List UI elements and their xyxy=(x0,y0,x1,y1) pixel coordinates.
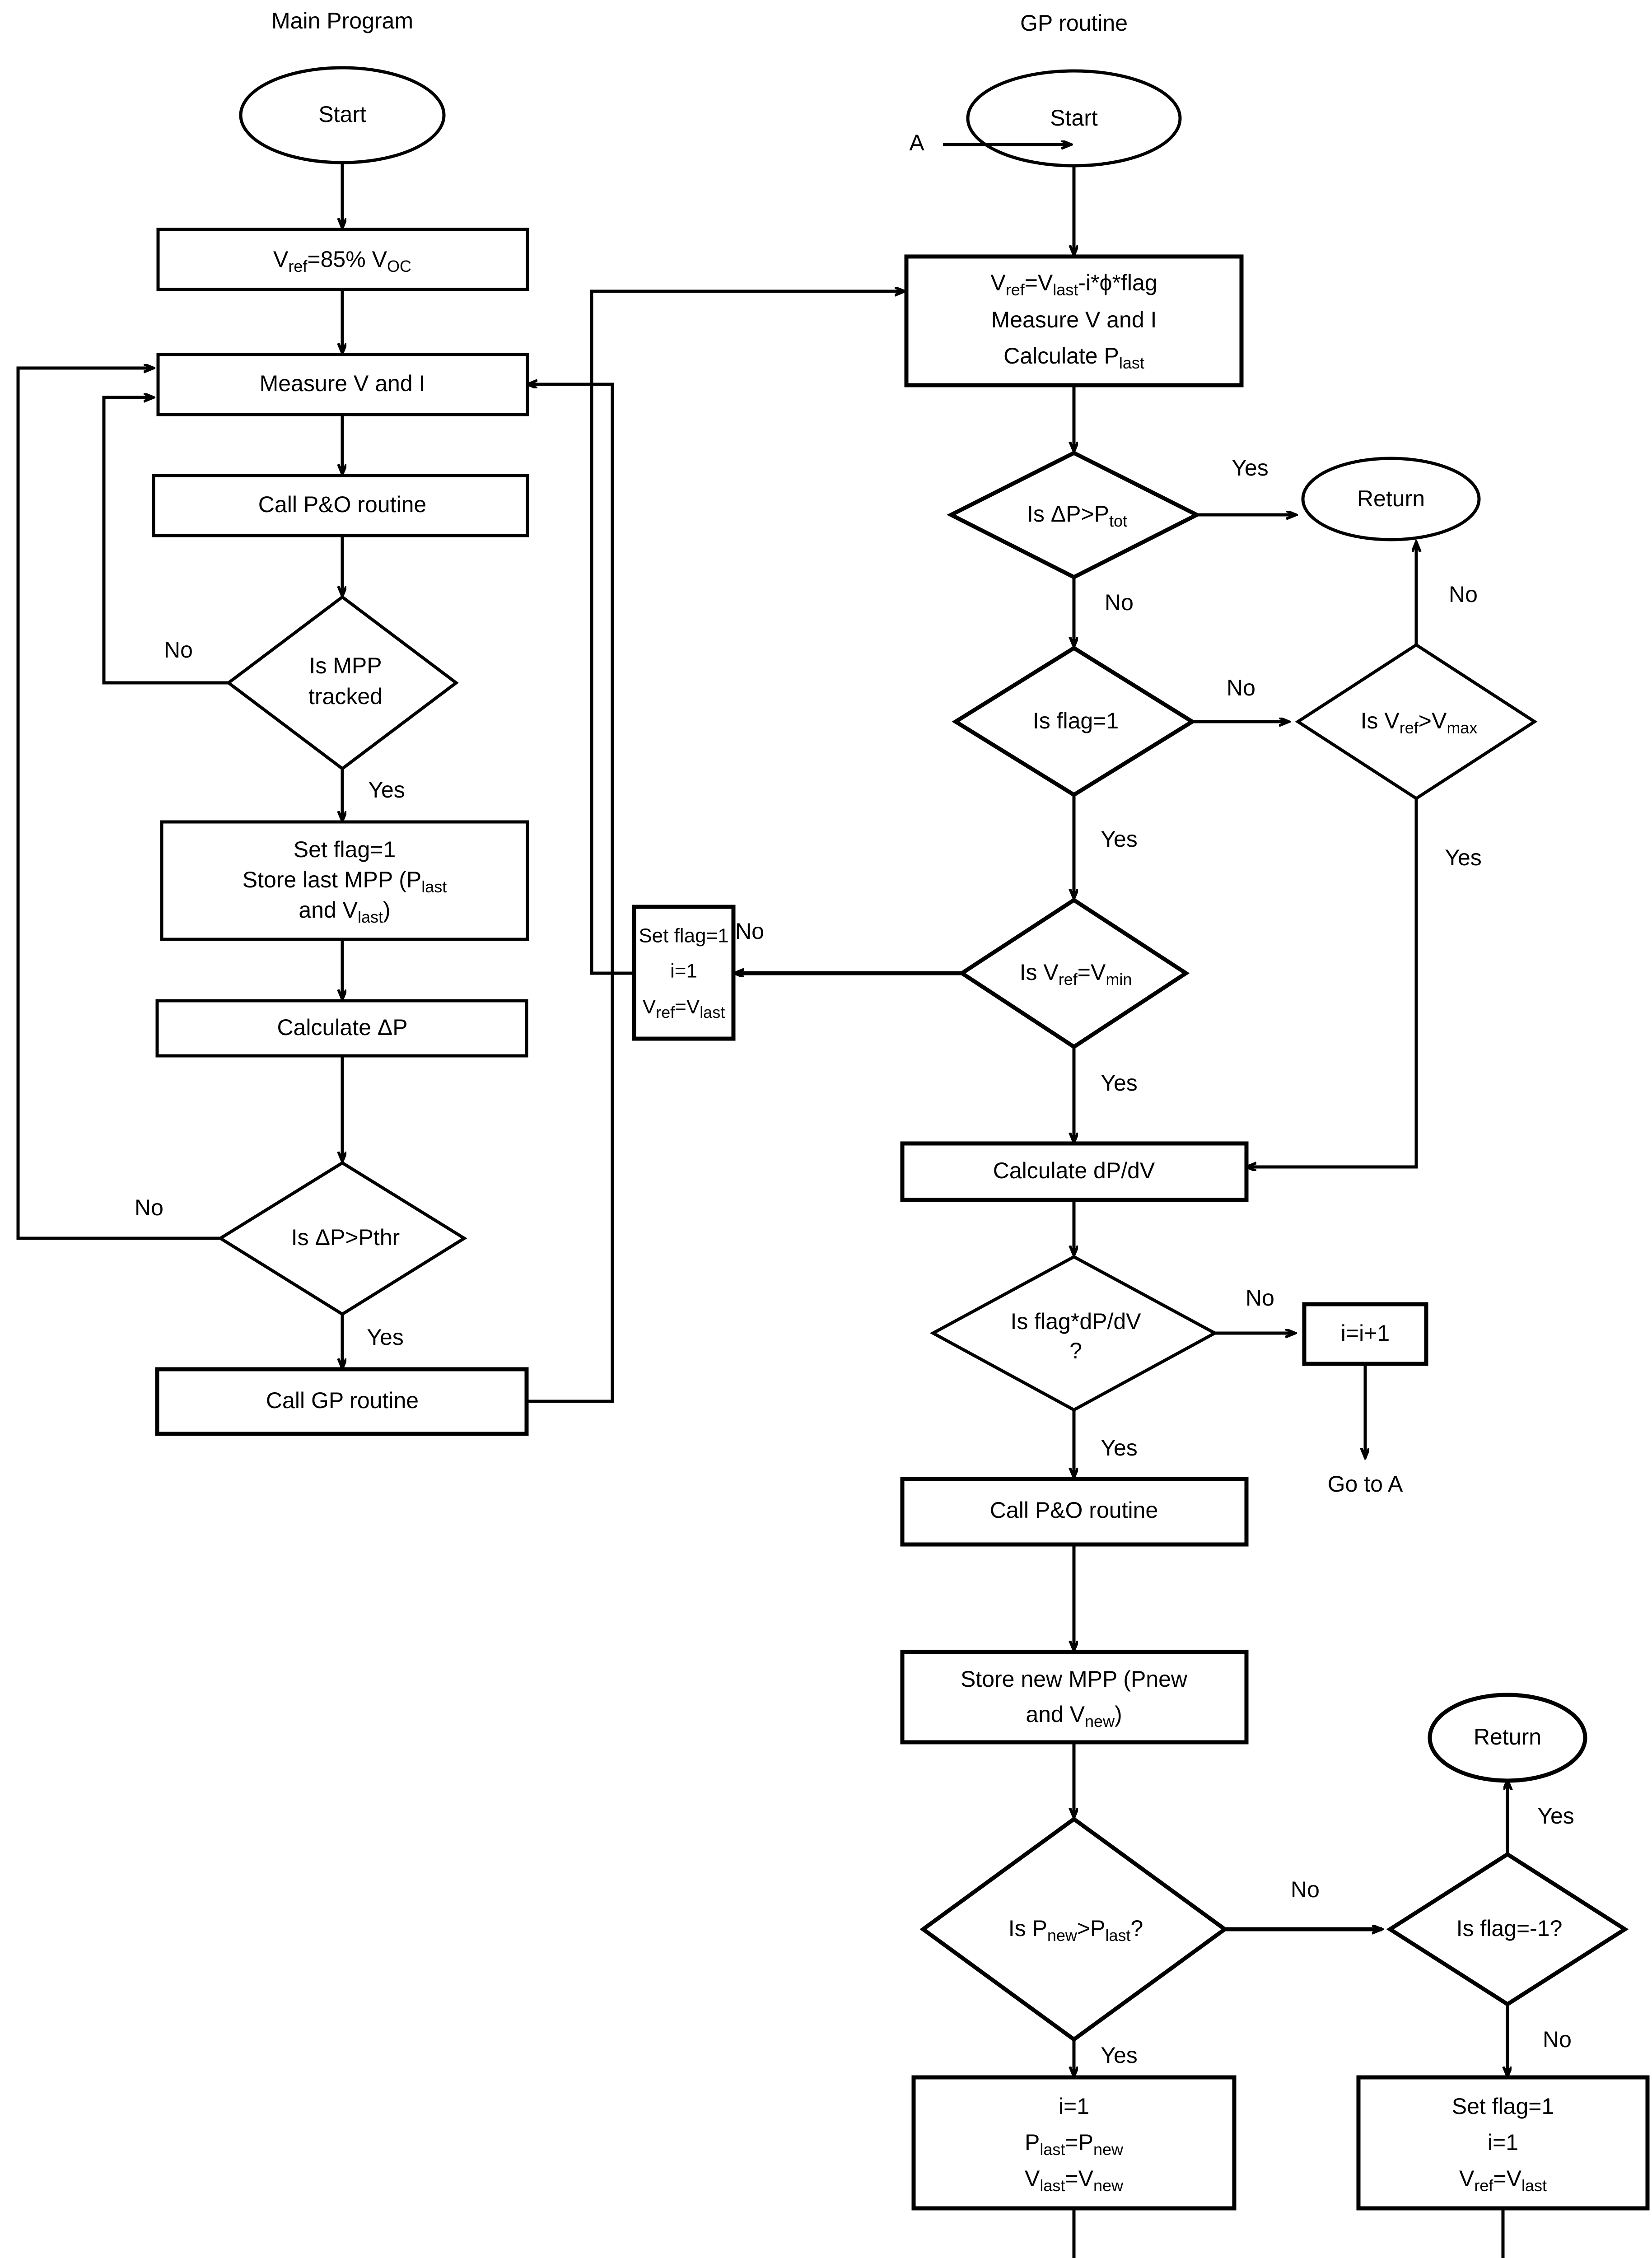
gp-return-top-ellipse xyxy=(1301,457,1481,541)
main-start-label: Start xyxy=(318,102,366,127)
gp-main-line1: Vref=Vlast-i*ϕ*flag xyxy=(990,270,1157,299)
gp-goto-a-1: Go to A xyxy=(1328,1471,1403,1497)
gp-label-yes-ptot: Yes xyxy=(1232,455,1269,481)
gp-final-left-line3: Vlast=Vnew xyxy=(1025,2166,1124,2194)
gp-final-right-line2: i=1 xyxy=(1488,2130,1518,2155)
gp-connector-a-label: A xyxy=(909,130,924,155)
gp-is-flag-dpdv-line1: Is flag*dP/dV xyxy=(1010,1309,1141,1334)
gp-set-flag-line3: Vref=Vlast xyxy=(643,996,725,1022)
main-label-no-dp: No xyxy=(135,1195,163,1220)
main-set-flag-box xyxy=(160,820,529,941)
gp-final-left-box xyxy=(911,2075,1237,2211)
gp-main-line2: Measure V and I xyxy=(991,307,1157,332)
gp-store-new-line1: Store new MPP (Pnew xyxy=(961,1666,1188,1692)
gp-i-increment-label: i=i+1 xyxy=(1341,1320,1390,1346)
main-label-no-mpp: No xyxy=(164,637,193,662)
gp-label-yes-vmax: Yes xyxy=(1445,845,1482,870)
gp-final-right-line3: Vref=Vlast xyxy=(1459,2166,1547,2194)
main-label-yes-dp: Yes xyxy=(367,1325,404,1350)
main-is-mpp-label-line2: tracked xyxy=(308,684,383,709)
gp-label-no-vmin: No xyxy=(735,919,764,944)
edge-main-ispthr-no-loop xyxy=(16,368,220,1240)
gp-label-yes-pnew: Yes xyxy=(1101,2043,1138,2068)
gp-store-new-line2: and Vnew) xyxy=(1026,1702,1122,1730)
gp-is-vref-vmax-label: Is Vref>Vmax xyxy=(1361,708,1478,737)
gp-label-yes-vmin: Yes xyxy=(1101,1070,1138,1096)
main-set-flag-line2: Store last MPP (Plast xyxy=(243,867,447,896)
main-is-mpp-diamond xyxy=(226,595,459,771)
edge-gp-setflag-loop-to-main xyxy=(590,291,905,975)
main-call-gp-label: Call GP routine xyxy=(266,1388,419,1413)
main-vref-init-label: Vref=85% VOC xyxy=(273,247,411,275)
gp-start-label: Start xyxy=(1050,105,1098,131)
main-set-flag-line1: Set flag=1 xyxy=(294,837,396,862)
main-is-mpp-label-line1: Is MPP xyxy=(309,653,382,678)
gp-label-no-ptot: No xyxy=(1105,590,1134,615)
gp-label-no-flagm1: No xyxy=(1543,2027,1572,2052)
gp-label-no-dpdv: No xyxy=(1246,1285,1274,1311)
gp-final-right-box xyxy=(1356,2075,1650,2211)
main-call-po-box xyxy=(152,474,529,537)
edge-main-callgp-return-loop xyxy=(527,384,614,1403)
main-vref-init-box xyxy=(156,228,529,291)
gp-calc-dpdv-label: Calculate dP/dV xyxy=(993,1158,1155,1183)
main-measure-label: Measure V and I xyxy=(260,371,425,396)
main-is-dp-pthr-label: Is ΔP>Pthr xyxy=(291,1225,400,1250)
gp-call-po-label: Call P&O routine xyxy=(990,1498,1158,1523)
gp-final-left-line1: i=1 xyxy=(1059,2094,1089,2119)
gp-label-yes-dpdv: Yes xyxy=(1101,1435,1138,1460)
gp-main-line3: Calculate Plast xyxy=(1003,343,1144,372)
gp-final-left-line2: Plast=Pnew xyxy=(1025,2130,1124,2158)
main-label-yes-mpp: Yes xyxy=(368,777,405,802)
main-calc-dp-box xyxy=(155,999,528,1058)
gp-is-flag1-label: Is flag=1 xyxy=(1033,708,1119,733)
gp-label-yes-flag1: Yes xyxy=(1101,826,1138,852)
main-calc-dp-label: Calculate ΔP xyxy=(277,1015,407,1040)
gp-is-flag-dpdv-line2: ? xyxy=(1069,1338,1082,1363)
gp-is-vref-vmin-label: Is Vref=Vmin xyxy=(1020,960,1132,988)
main-set-flag-line3: and Vlast) xyxy=(299,897,390,926)
gp-calc-dpdv-box xyxy=(900,1141,1249,1202)
main-program-title: Main Program xyxy=(271,8,413,33)
gp-is-dp-ptot-label: Is ΔP>Ptot xyxy=(1027,501,1127,530)
gp-label-no-vmax: No xyxy=(1449,582,1478,607)
gp-store-new-mpp-box xyxy=(900,1650,1249,1745)
gp-call-po-box xyxy=(900,1477,1249,1547)
edge-gp-isvmax-yes-to-calcdpdv xyxy=(1246,798,1418,1167)
gp-is-flag-minus1-label: Is flag=-1? xyxy=(1456,1916,1563,1941)
gp-label-no-flag1: No xyxy=(1227,675,1255,700)
gp-routine-title: GP routine xyxy=(1020,10,1128,36)
main-call-po-label: Call P&O routine xyxy=(258,492,426,517)
gp-is-pnew-plast-label: Is Pnew>Plast? xyxy=(1008,1916,1143,1944)
gp-set-flag-line2: i=1 xyxy=(670,960,697,982)
main-call-gp-box xyxy=(155,1367,529,1436)
edge-main-ismpp-no-loop xyxy=(102,397,229,685)
gp-i-increment-box xyxy=(1302,1302,1428,1366)
gp-set-flag-line1: Set flag=1 xyxy=(639,925,728,947)
gp-return-bottom-ellipse xyxy=(1428,1693,1587,1783)
gp-label-yes-flagm1: Yes xyxy=(1537,1803,1574,1829)
gp-return-bottom-label: Return xyxy=(1474,1724,1541,1749)
gp-return-top-label: Return xyxy=(1357,486,1425,511)
gp-final-right-line1: Set flag=1 xyxy=(1452,2094,1554,2119)
gp-label-no-pnew: No xyxy=(1291,1877,1320,1902)
gp-main-box xyxy=(904,254,1244,387)
gp-set-flag-box xyxy=(632,905,736,1041)
